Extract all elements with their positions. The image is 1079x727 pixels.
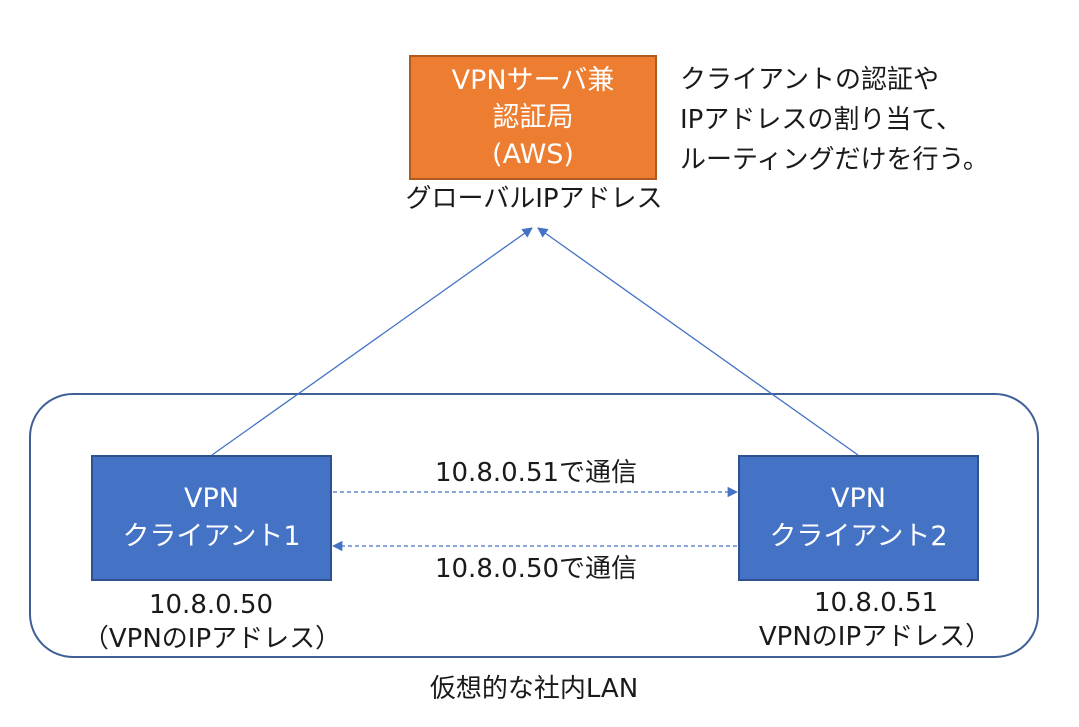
server-title-line1: VPNサーバ兼	[451, 65, 615, 96]
client1-title-line2: クライアント1	[122, 521, 301, 552]
client2-ip-note: VPNのIPアドレス）	[758, 622, 992, 652]
server-title-line2: 認証局	[492, 102, 574, 133]
link-label-to-client1: 10.8.0.50で通信	[434, 554, 638, 584]
vpn-server-box: VPNサーバ兼 認証局 (AWS)	[409, 55, 657, 180]
client2-title-line1: VPN	[831, 483, 886, 514]
server-ip-label: グローバルIPアドレス	[405, 184, 663, 214]
virtual-lan-container	[29, 393, 1039, 658]
vpn-client2-box: VPN クライアント2	[738, 455, 979, 581]
server-description-line2: IPアドレスの割り当て、	[680, 105, 963, 135]
server-description-line1: クライアントの認証や	[680, 65, 939, 95]
vpn-client1-box: VPN クライアント1	[91, 455, 332, 581]
client1-ip: 10.8.0.50	[148, 590, 274, 620]
server-title-line3: (AWS)	[492, 139, 574, 170]
virtual-lan-label: 仮想的な社内LAN	[429, 674, 639, 704]
link-label-to-client2: 10.8.0.51で通信	[434, 458, 638, 488]
client2-ip: 10.8.0.51	[813, 588, 939, 618]
client1-to-server-arrow	[211, 227, 533, 456]
client1-ip-note: （VPNのIPアドレス）	[82, 624, 342, 654]
client2-title-line2: クライアント2	[769, 521, 948, 552]
client2-to-server-arrow	[537, 227, 859, 456]
server-description: クライアントの認証や IPアドレスの割り当て、 ルーティングだけを行う。	[680, 60, 989, 180]
server-description-line3: ルーティングだけを行う。	[680, 145, 989, 175]
client1-title-line1: VPN	[184, 483, 239, 514]
